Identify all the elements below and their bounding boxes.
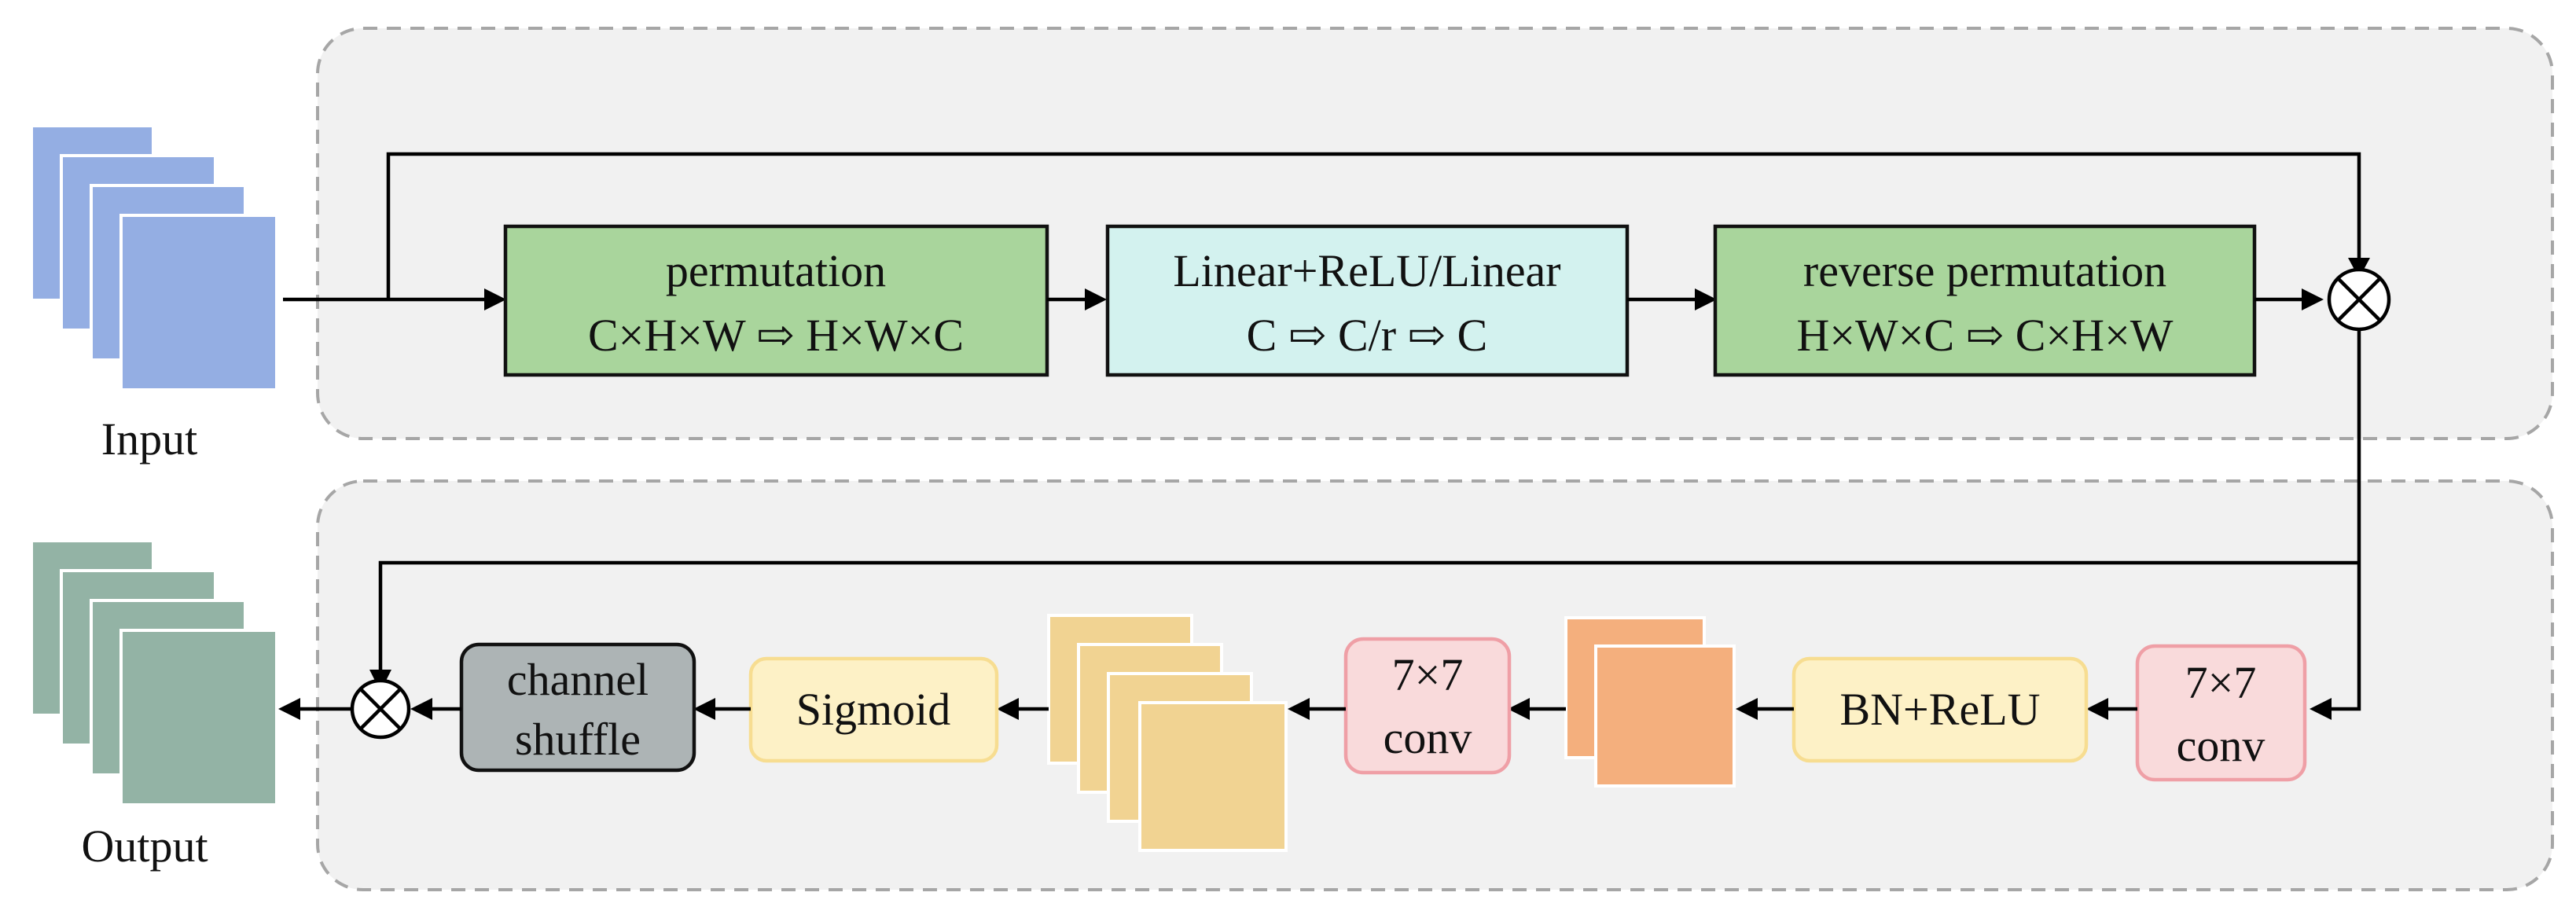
arrowhead	[1736, 698, 1758, 720]
arrowhead	[484, 288, 506, 310]
arrowhead	[2310, 698, 2332, 720]
input-label: Input	[101, 413, 197, 465]
attention-map-stack	[1047, 614, 1288, 852]
permutation-box	[503, 224, 1049, 377]
arrowhead	[1508, 698, 1530, 720]
arrowhead	[997, 698, 1019, 720]
second-skip-wire	[378, 560, 2359, 676]
channel-shuffle-line2: shuffle	[515, 714, 641, 765]
multiply-icon	[350, 678, 411, 740]
multiply-to-conv-wire	[2327, 329, 2361, 711]
permutation-shape: C×H×W ⇨ H×W×C	[588, 310, 964, 361]
conv-second-kernel: 7×7	[1392, 649, 1464, 700]
conv-first-label: conv	[2177, 720, 2265, 771]
reverse-permutation-title: reverse permutation	[1803, 245, 2166, 296]
arrowhead	[2302, 288, 2324, 310]
arrowhead	[1695, 288, 1717, 310]
bn-relu-label: BN+ReLU	[1839, 684, 2040, 735]
reverse-permutation-box	[1713, 224, 2257, 377]
arrowhead	[1085, 288, 1107, 310]
arrowhead	[1288, 698, 1310, 720]
mlp-shape: C ⇨ C/r ⇨ C	[1247, 310, 1488, 361]
sigmoid-label: Sigmoid	[796, 684, 951, 735]
arrowhead	[278, 698, 300, 720]
skip-connection-wire	[386, 152, 2361, 299]
output-label: Output	[81, 821, 208, 872]
mlp-title: Linear+ReLU/Linear	[1173, 245, 1560, 296]
arrowhead	[2086, 698, 2108, 720]
channel-shuffle-line1: channel	[507, 654, 649, 705]
multiply-icon	[2327, 267, 2391, 332]
input-feature-stack	[30, 124, 278, 391]
conv-first-kernel: 7×7	[2185, 657, 2257, 708]
conv-7x7-first-box	[2135, 644, 2307, 782]
permutation-title: permutation	[666, 245, 886, 296]
reverse-permutation-shape: H×W×C ⇨ C×H×W	[1796, 310, 2173, 361]
mlp-box	[1105, 224, 1630, 377]
conv-second-label: conv	[1384, 712, 1472, 763]
intermediate-feature-stack	[1564, 616, 1736, 788]
output-feature-stack	[30, 539, 278, 806]
arrowhead	[693, 698, 715, 720]
conv-7x7-second-box	[1343, 637, 1512, 775]
arrowhead	[410, 698, 432, 720]
